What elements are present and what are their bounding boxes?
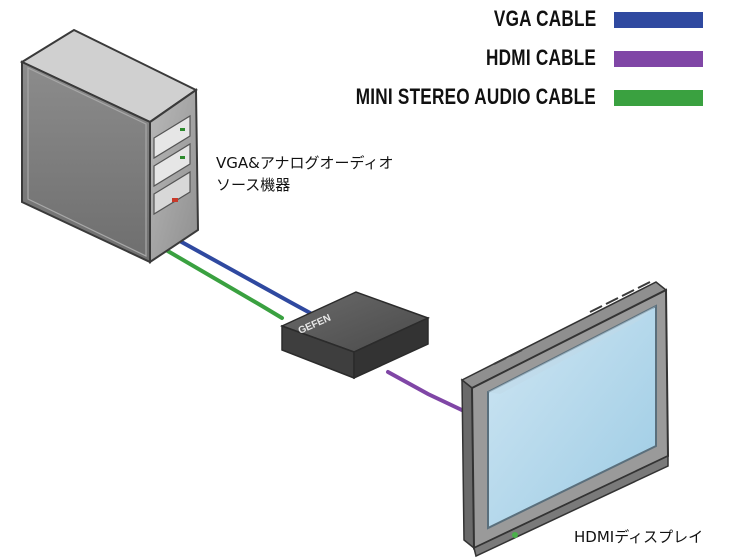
source-label-line1: VGA&アナログオーディオ <box>216 154 394 172</box>
converter-side <box>353 316 429 380</box>
legend-label-vga: VGA CABLE <box>493 6 596 31</box>
power-led-icon <box>172 198 178 202</box>
display-label: HDMIディスプレイ <box>574 528 704 546</box>
legend-swatch-audio <box>614 90 703 106</box>
display-bottom-edge <box>473 454 669 558</box>
drive-bay-1 <box>153 114 191 160</box>
audio-cable <box>164 248 284 320</box>
gefen-converter: GEFEN <box>280 291 430 380</box>
led-icon <box>180 128 185 131</box>
cables <box>164 238 468 414</box>
vga-cable <box>176 238 314 316</box>
drive-bay-2 <box>153 142 191 188</box>
hdmi-cable <box>386 370 468 414</box>
display-screen <box>487 304 657 530</box>
source-label: VGA&アナログオーディオ ソース機器 <box>216 152 394 196</box>
legend-swatch-hdmi <box>614 51 703 67</box>
drive-bay-3 <box>153 170 191 216</box>
legend-swatch-vga <box>614 12 703 28</box>
source-label-line2: ソース機器 <box>216 176 291 194</box>
legend-label-hdmi: HDMI CABLE <box>485 45 596 70</box>
legend-label-audio: MINI STEREO AUDIO CABLE <box>355 84 596 109</box>
source-computer <box>19 28 200 264</box>
vent-icon <box>493 281 651 365</box>
hdmi-display <box>460 281 670 558</box>
power-led-icon <box>512 532 518 538</box>
